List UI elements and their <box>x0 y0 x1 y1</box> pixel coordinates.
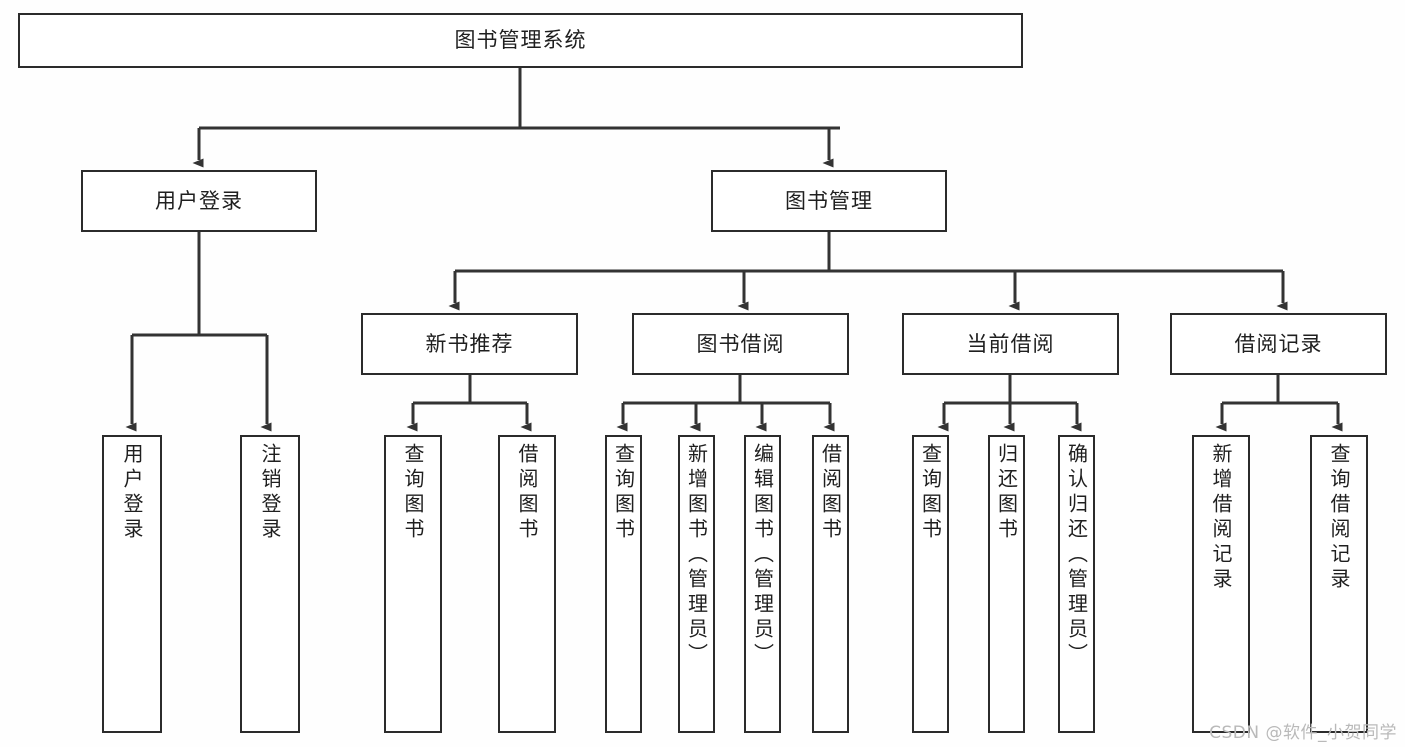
node-book-management[interactable]: 图书管理 <box>711 170 947 232</box>
leaf-user-login-logout-label: 注销登录 <box>258 443 282 543</box>
leaf-record-add-label: 新增借阅记录 <box>1209 443 1233 593</box>
node-root-label: 图书管理系统 <box>454 28 587 53</box>
leaf-new-book-query-label: 查询图书 <box>401 443 425 543</box>
leaf-current-confirm-return[interactable]: 确认归还（管理员） <box>1058 435 1095 733</box>
leaf-borrow-query-book-label: 查询图书 <box>611 443 636 543</box>
node-current-borrow-label: 当前借阅 <box>966 331 1055 356</box>
leaf-new-book-borrow-label: 借阅图书 <box>515 443 539 543</box>
leaf-borrow-add-book[interactable]: 新增图书（管理员） <box>678 435 715 733</box>
leaf-borrow-edit-book-label: 编辑图书（管理员） <box>750 443 775 668</box>
leaf-current-return-book[interactable]: 归还图书 <box>988 435 1025 733</box>
node-user-login[interactable]: 用户登录 <box>81 170 317 232</box>
leaf-user-login-login-label: 用户登录 <box>120 443 144 543</box>
node-root[interactable]: 图书管理系统 <box>18 13 1023 68</box>
node-user-login-label: 用户登录 <box>155 188 243 213</box>
watermark-text: CSDN @软件_小贺同学 <box>1209 723 1397 743</box>
leaf-current-query-book[interactable]: 查询图书 <box>912 435 949 733</box>
node-new-book-recommend-label: 新书推荐 <box>425 331 514 356</box>
leaf-user-login-logout[interactable]: 注销登录 <box>240 435 300 733</box>
leaf-record-query[interactable]: 查询借阅记录 <box>1310 435 1368 733</box>
leaf-current-return-book-label: 归还图书 <box>994 443 1019 543</box>
node-borrow-record[interactable]: 借阅记录 <box>1170 313 1387 375</box>
leaf-new-book-query[interactable]: 查询图书 <box>384 435 442 733</box>
leaf-record-query-label: 查询借阅记录 <box>1327 443 1351 593</box>
leaf-current-confirm-return-label: 确认归还（管理员） <box>1064 443 1089 668</box>
node-new-book-recommend[interactable]: 新书推荐 <box>361 313 578 375</box>
leaf-new-book-borrow[interactable]: 借阅图书 <box>498 435 556 733</box>
leaf-borrow-add-book-label: 新增图书（管理员） <box>684 443 709 668</box>
leaf-current-query-book-label: 查询图书 <box>918 443 943 543</box>
node-borrow-record-label: 借阅记录 <box>1234 331 1323 356</box>
node-book-borrow-label: 图书借阅 <box>696 331 785 356</box>
leaf-borrow-borrow-book[interactable]: 借阅图书 <box>812 435 849 733</box>
leaf-user-login-login[interactable]: 用户登录 <box>102 435 162 733</box>
leaf-borrow-borrow-book-label: 借阅图书 <box>818 443 843 543</box>
node-current-borrow[interactable]: 当前借阅 <box>902 313 1119 375</box>
leaf-borrow-query-book[interactable]: 查询图书 <box>605 435 642 733</box>
leaf-record-add[interactable]: 新增借阅记录 <box>1192 435 1250 733</box>
leaf-borrow-edit-book[interactable]: 编辑图书（管理员） <box>744 435 781 733</box>
node-book-management-label: 图书管理 <box>785 188 873 213</box>
node-book-borrow[interactable]: 图书借阅 <box>632 313 849 375</box>
